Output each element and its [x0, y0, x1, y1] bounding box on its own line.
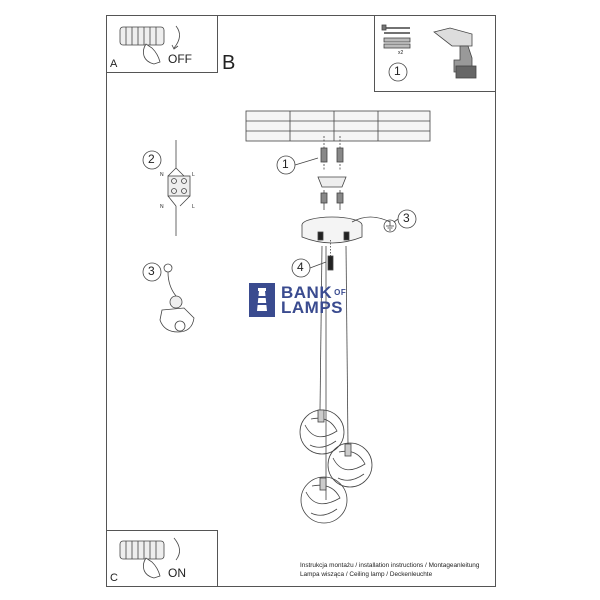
- ground-icon: [383, 219, 397, 233]
- caption: Instrukcja montażu / installation instru…: [300, 561, 479, 579]
- step-1-number: 1: [282, 157, 289, 171]
- step-3-callout: 3: [403, 211, 410, 225]
- tools-step-number: 1: [394, 64, 401, 78]
- fuse-switch-icon: [119, 26, 165, 46]
- panel-c-state: ON: [168, 566, 186, 580]
- hand-icon: [142, 43, 161, 65]
- panel-a-letter: A: [110, 58, 118, 70]
- glass-shade: [300, 476, 348, 524]
- canopy: [301, 216, 363, 244]
- glass-shade: [327, 442, 373, 488]
- hand-icon-c: [142, 557, 161, 579]
- step-2-number: 2: [148, 152, 155, 166]
- panel-tools: [374, 15, 496, 92]
- mounting-bracket: [317, 176, 347, 188]
- panel-c-letter: C: [110, 572, 118, 584]
- lighthouse-icon: [249, 283, 275, 317]
- wire-connector-icon: [167, 140, 191, 236]
- arrow-off-icon: [173, 25, 180, 49]
- panel-b-letter: B: [222, 52, 236, 74]
- arrow-on-icon: [173, 537, 180, 561]
- step-4-number: 4: [297, 260, 304, 274]
- step-3-number: 3: [148, 264, 155, 278]
- wire-l-bottom: L: [192, 204, 195, 210]
- glass-shade: [299, 409, 345, 455]
- logo-line1-small: OF: [334, 288, 347, 297]
- caption-line1: Instrukcja montażu / installation instru…: [300, 562, 480, 569]
- caption-line2: Lampa wisząca / Ceiling lamp / Deckenleu…: [300, 571, 433, 578]
- panel-a-state: OFF: [168, 52, 192, 66]
- drill-icon: [433, 27, 477, 79]
- instruction-sheet-frame: [106, 15, 496, 587]
- wire-n-top: N: [160, 172, 164, 178]
- wall-plug-icon: [383, 37, 411, 49]
- wire-l-top: L: [192, 172, 195, 178]
- tools-quantity: x2: [398, 50, 404, 56]
- mounting-screws: [320, 136, 344, 170]
- screw-icon: [381, 24, 410, 34]
- fuse-switch-icon-c: [119, 540, 165, 560]
- ceiling-plate: [245, 110, 431, 142]
- ground-terminal: [159, 263, 195, 333]
- logo-line1: BANK: [281, 283, 333, 302]
- wire-n-bottom: N: [160, 204, 164, 210]
- logo-line2: LAMPS: [281, 298, 343, 317]
